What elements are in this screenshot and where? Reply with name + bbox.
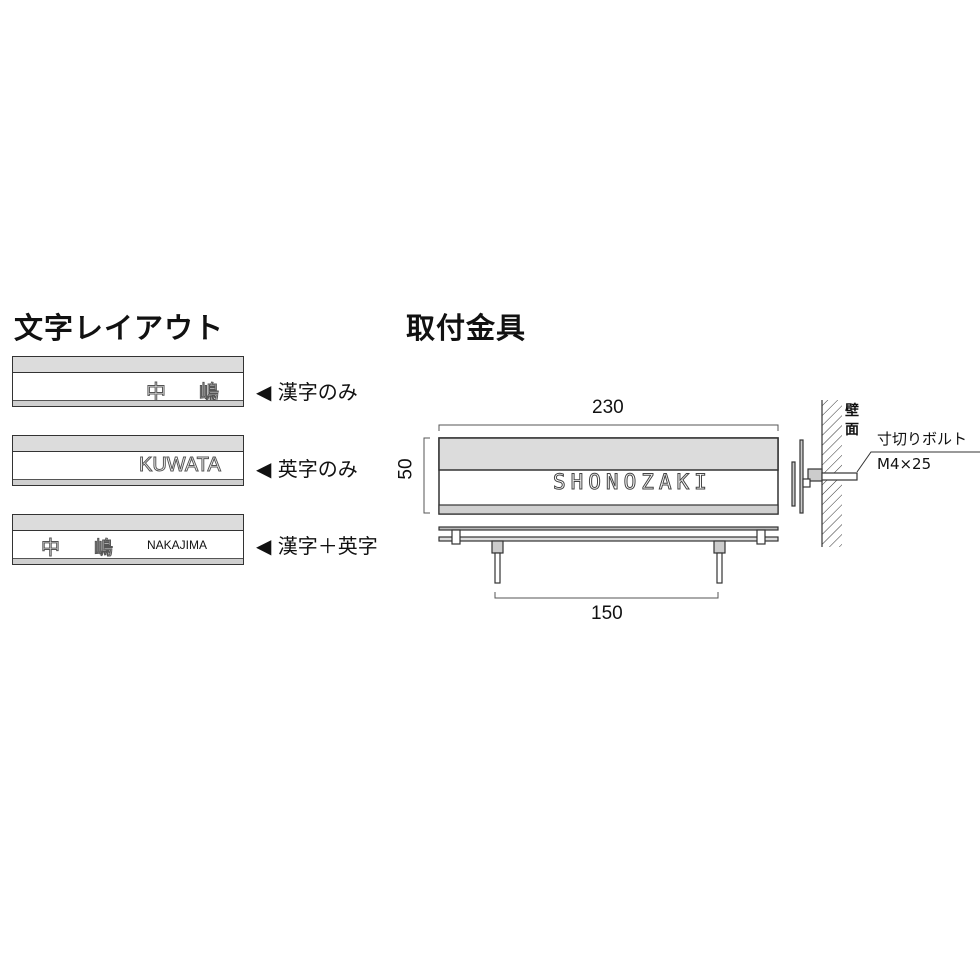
plate-kanji-1: 中 [40, 537, 61, 560]
plate-roman-text: KUWATA [139, 454, 222, 477]
wall-label-2: 面 [845, 422, 859, 438]
width-dimension-label: 230 [592, 397, 624, 418]
plate-example-kanji-roman: 中 嶋 NAKAJIMA [12, 514, 244, 565]
plate-top-band [13, 436, 243, 452]
wall-label-1: 壁 [845, 403, 859, 419]
bolt-label: 寸切りボルト [877, 430, 968, 448]
label-kanji-only: ◀ 漢字のみ [256, 380, 358, 404]
mounting-section-title: 取付金具 [406, 311, 527, 345]
plate-kanji-2: 嶋 [199, 380, 220, 405]
layout-section-title: 文字レイアウト [14, 311, 225, 345]
bolt-spacing-label: 150 [591, 603, 623, 624]
plate-bottom-strip [13, 400, 243, 406]
plate-top-band [13, 357, 243, 373]
label-roman-only: ◀ 英字のみ [256, 457, 358, 481]
height-dimension-label: 50 [395, 458, 417, 480]
plate-bottom-strip [13, 558, 243, 564]
plate-kanji-2: 嶋 [93, 537, 114, 560]
label-kanji-roman: ◀ 漢字＋英字 [256, 534, 378, 558]
plate-roman-text: NAKAJIMA [147, 538, 208, 552]
plate-example-kanji: 中 嶋 [12, 356, 244, 407]
sample-name-text: SHONOZAKI [553, 470, 712, 495]
plate-bottom-strip [13, 479, 243, 485]
plate-example-roman: KUWATA [12, 435, 244, 486]
plate-top-band [13, 515, 243, 531]
plate-kanji-1: 中 [146, 380, 167, 405]
front-view-plate [438, 437, 779, 515]
width-dimension-line [438, 424, 779, 431]
bolt-spec: M4×25 [877, 455, 932, 473]
top-view [438, 526, 779, 584]
bolt-spacing-dimension-line [494, 592, 719, 599]
height-dimension-line [423, 437, 430, 514]
side-view [791, 400, 980, 547]
